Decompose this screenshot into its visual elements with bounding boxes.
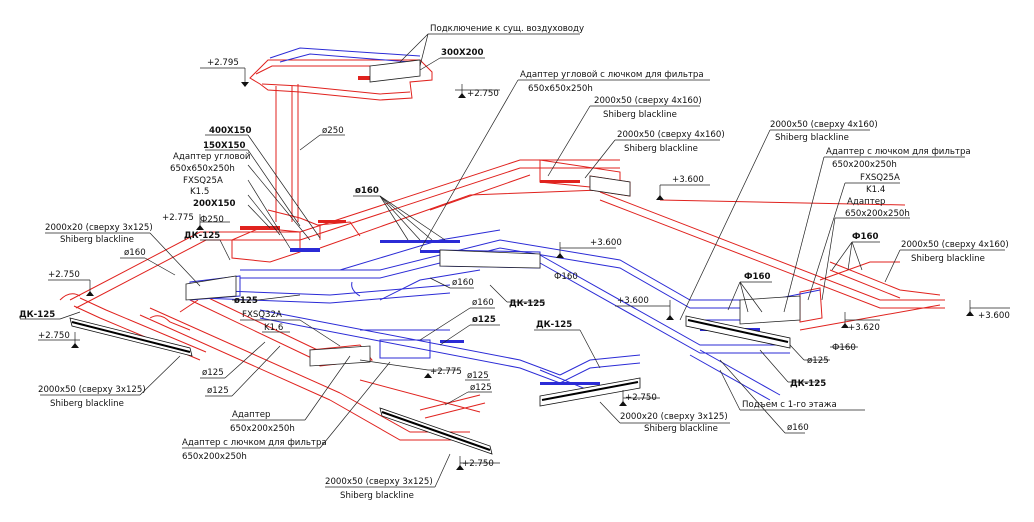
label-grille-right1-sub: Shiberg blackline [775,133,849,143]
label-phi160-mid: Ф160 [554,272,578,282]
label-d125-a: ø125 [202,368,224,378]
grilles [69,59,801,455]
label-200x150: 200X150 [193,199,236,209]
label-connect-existing: Подключение к сущ. воздуховоду [430,24,584,34]
label-lvl-2750-left2: +2.750 [38,331,70,341]
label-lvl-3620: +3.620 [848,323,880,333]
label-grille-top2-sub: Shiberg blackline [624,144,698,154]
label-phi160-bold-mid: Ф160 [744,272,770,282]
label-adapter-hatch-right: Адаптер с лючком для фильтра [826,147,971,157]
label-grille-bottom-title: 2000x50 (сверху 3x125) [325,477,433,487]
label-fxsq25a-right: FXSQ25A [860,173,900,183]
label-lvl-2795: +2.795 [207,58,239,68]
level-markers [71,82,974,470]
label-d160-bold-center: ø160 [355,186,379,196]
label-d125-d: ø125 [470,383,492,393]
label-dk125-center2: ДК-125 [536,320,572,330]
leader-lines [20,33,1010,488]
label-grille-right2-title: 2000x50 (сверху 4x160) [901,240,1009,250]
label-dk125-center: ДК-125 [509,299,545,309]
label-adapter-right-dim: 650x200x250h [845,209,910,219]
label-podyem: Подъем с 1-го этажа [742,400,837,410]
label-grille-top1-title: 2000x50 (сверху 4x160) [594,96,702,106]
label-phi160-bold-right: Ф160 [852,232,878,242]
label-lvl-2775-center: +2.775 [430,367,462,377]
label-d125-right: ø125 [807,356,829,366]
label-k16: K1.6 [264,323,283,333]
label-k15: K1.5 [190,187,209,197]
label-d160-right-low: ø160 [787,423,809,433]
label-lvl-3600-upper: +3.600 [672,175,704,185]
label-grille-left-title: 2000x20 (сверху 3x125) [45,223,153,233]
label-150x150: 150X150 [203,141,246,151]
label-lvl-2750-top: +2.750 [467,89,499,99]
label-dk125-right: ДК-125 [790,379,826,389]
label-adapter-hatch-bottom-dim: 650x200x250h [182,452,247,462]
label-dk125-far-left: ДК-125 [19,310,55,320]
label-fxsq32a: FXSQ32A [242,310,282,320]
label-grille-right2-sub: Shiberg blackline [911,254,985,264]
label-d125-c: ø125 [467,371,489,381]
label-adapter-hatch-right-dim: 650x200x250h [832,160,897,170]
label-grille-top2-title: 2000x50 (сверху 4x160) [617,130,725,140]
label-300x200: 300X200 [441,48,484,58]
label-grille-top1-sub: Shiberg blackline [603,110,677,120]
label-lvl-3600-mid2: +3.600 [617,296,649,306]
label-d125-bold-center2: ø125 [472,315,496,325]
label-adapter-corner-title: Адаптер угловой с лючком для фильтра [520,70,704,80]
label-grille-bl-sub: Shiberg blackline [50,399,124,409]
label-grille-center-title: 2000x20 (сверху 3x125) [620,412,728,422]
label-grille-right1-title: 2000x50 (сверху 4x160) [770,120,878,130]
annotation-labels: Подключение к сущ. воздуховоду 300X200 +… [19,24,1010,501]
label-d160-center2: ø160 [472,298,494,308]
label-lvl-3600-right: +3.600 [978,311,1010,321]
label-grille-center-sub: Shiberg blackline [644,424,718,434]
supply-duct-network [59,59,945,441]
label-d125-bold-center: ø125 [234,296,258,306]
label-adapter-corner-left-dim: 650x650x250h [170,164,235,174]
label-k14: K1.4 [866,185,885,195]
label-lvl-2750-center: +2.750 [625,393,657,403]
label-lvl-2775-left: +2.775 [162,213,194,223]
label-lvl-2750-bottom: +2.750 [462,459,494,469]
label-adapter-bottom-dim: 650x200x250h [230,424,295,434]
label-grille-left-sub: Shiberg blackline [60,235,134,245]
label-adapter-bottom: Адаптер [232,410,270,420]
label-phi250: Ф250 [200,215,224,225]
label-fxsq25a-left: FXSQ25A [183,176,223,186]
label-d250: ø250 [322,126,344,136]
label-d160-center: ø160 [452,278,474,288]
label-dk125-left: ДК-125 [184,231,220,241]
label-lvl-2750-left: +2.750 [48,270,80,280]
label-400x150: 400X150 [209,126,252,136]
label-lvl-3600-mid1: +3.600 [590,238,622,248]
label-d160-left: ø160 [124,248,146,258]
label-d125-b: ø125 [207,386,229,396]
label-adapter-hatch-bottom: Адаптер с лючком для фильтра [182,438,327,448]
label-adapter-corner-dim: 650x650x250h [528,84,593,94]
label-grille-bl-title: 2000x50 (сверху 3x125) [38,385,146,395]
label-adapter-right: Адаптер [847,197,885,207]
label-adapter-corner-left: Адаптер угловой [173,152,250,162]
label-grille-bottom-sub: Shiberg blackline [340,491,414,501]
label-phi160-right-low: Ф160 [832,343,856,353]
